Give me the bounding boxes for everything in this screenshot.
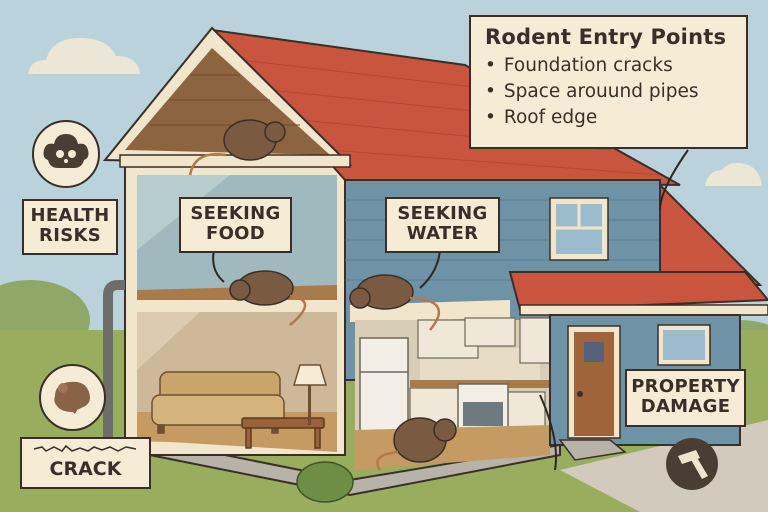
seeking-food-line2: FOOD xyxy=(205,223,266,245)
property-damage-icon-circle xyxy=(666,438,718,490)
seeking-food-line1: SEEKING xyxy=(190,203,281,224)
hammer-icon xyxy=(678,450,708,479)
pointer-lines xyxy=(212,149,689,471)
drain-pipe xyxy=(103,280,125,470)
upper-window xyxy=(549,197,609,261)
property-damage-label: PROPERTY DAMAGE xyxy=(625,369,746,427)
cloud-icon xyxy=(28,38,762,186)
seeking-water-line1: SEEKING xyxy=(397,203,488,224)
rat-kitchen-icon xyxy=(376,417,457,471)
coffee-table-icon xyxy=(241,417,325,449)
property-damage-line2: DAMAGE xyxy=(640,396,731,418)
entry-points-title: Rodent Entry Points xyxy=(485,25,727,49)
porch-window xyxy=(657,324,711,366)
health-risks-line1: HEALTH xyxy=(30,205,110,226)
entry-point-item: Space arouund pipes xyxy=(485,79,732,105)
porch-roof xyxy=(508,271,768,312)
crack-label: CRACK xyxy=(20,437,151,489)
entry-points-panel: Rodent Entry Points Foundation cracks Sp… xyxy=(469,15,748,149)
crack-icon-circle xyxy=(39,364,106,431)
crack-lines-icon xyxy=(33,444,137,452)
health-risks-line2: RISKS xyxy=(39,225,101,247)
property-damage-line1: PROPERTY xyxy=(631,376,740,397)
skull-cloud-icon xyxy=(43,134,89,168)
rat-food-icon xyxy=(229,270,307,326)
seeking-food-label: SEEKING FOOD xyxy=(179,197,292,253)
seeking-water-line2: WATER xyxy=(406,223,479,245)
refrigerator-icon xyxy=(359,337,409,437)
crack-text: CRACK xyxy=(49,458,122,480)
seeking-water-label: SEEKING WATER xyxy=(385,197,500,253)
front-door xyxy=(567,325,621,439)
rat-attic-icon xyxy=(188,119,286,176)
rodent-silhouette-icon xyxy=(54,381,90,414)
bush xyxy=(296,461,354,503)
health-risks-icon-circle xyxy=(32,120,100,188)
entry-point-item: Foundation cracks xyxy=(485,53,732,79)
porch-step xyxy=(558,439,627,461)
entry-points-list: Foundation cracks Space arouund pipes Ro… xyxy=(485,53,732,131)
health-risks-label: HEALTH RISKS xyxy=(22,199,118,255)
rat-water-icon xyxy=(349,274,441,331)
floor-lamp-icon xyxy=(292,364,328,425)
entry-point-item: Roof edge xyxy=(485,105,732,131)
